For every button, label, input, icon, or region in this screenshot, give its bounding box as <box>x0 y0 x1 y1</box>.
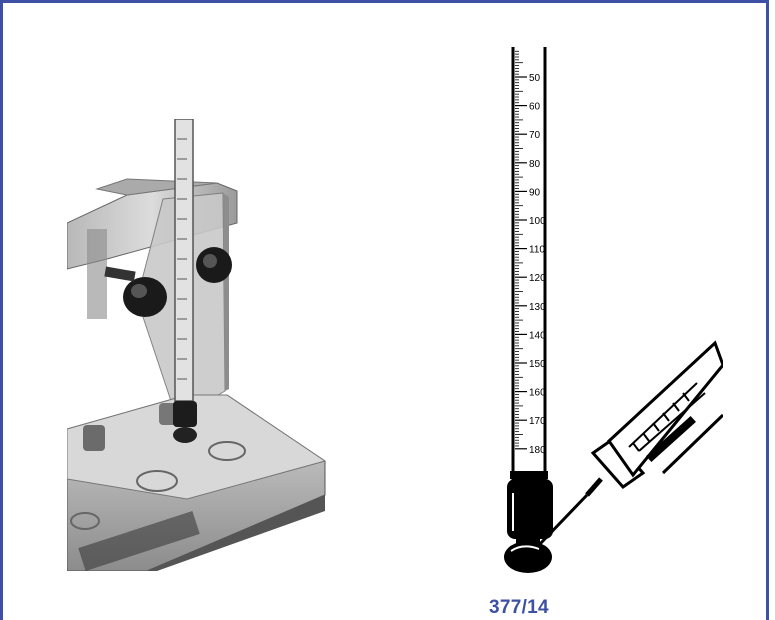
scale-ticks: 50 60 70 80 90 100 110 120 130 140 150 160 170 180 <box>515 50 546 456</box>
scale-label: 120 <box>529 273 546 284</box>
scale-label: 160 <box>529 388 546 399</box>
scale-label: 140 <box>529 330 546 341</box>
scale-label: 100 <box>529 216 546 227</box>
syringe <box>537 340 723 547</box>
scale-label: 60 <box>529 102 541 113</box>
scale-label: 170 <box>529 416 546 427</box>
scale-label: 110 <box>529 245 545 256</box>
scale-label: 150 <box>529 359 546 370</box>
scale-label: 90 <box>529 187 541 198</box>
scale-label: 50 <box>529 73 541 84</box>
burette-stand-photo <box>67 119 327 571</box>
figure-caption: 377/14 <box>489 597 549 618</box>
scale-label: 70 <box>529 130 541 141</box>
scale-label: 130 <box>529 302 546 313</box>
scale-label: 80 <box>529 159 541 170</box>
scale-label: 180 <box>529 445 546 456</box>
burette-scale-drawing: 50 60 70 80 90 100 110 120 130 140 150 160 170 180 <box>504 47 723 573</box>
